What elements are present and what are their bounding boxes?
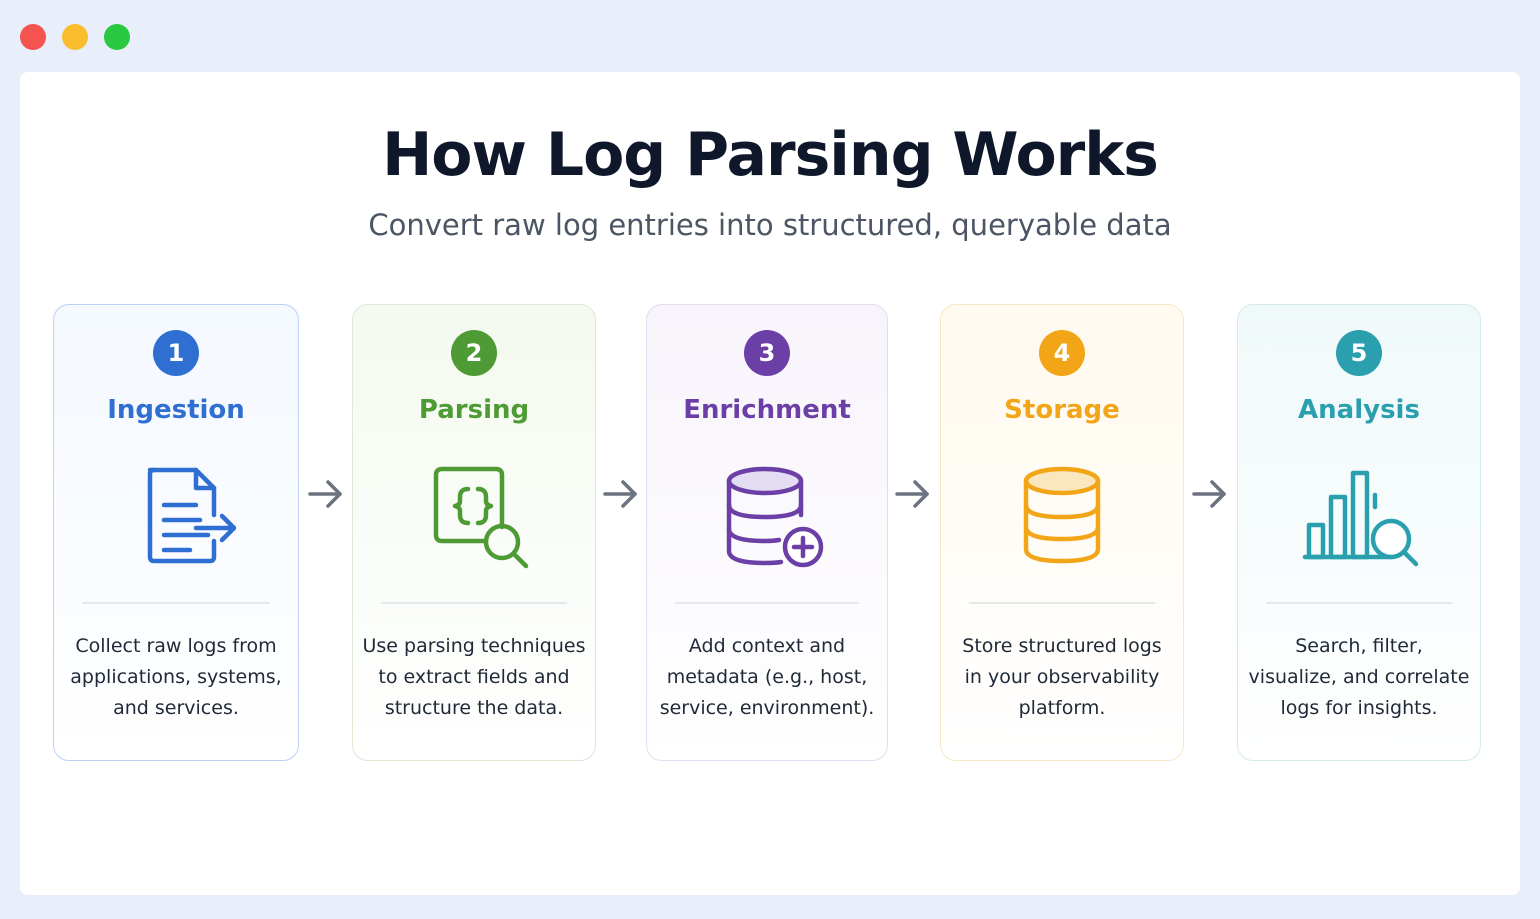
close-window-button[interactable]: [20, 24, 46, 50]
database-plus-icon: [726, 466, 824, 568]
arrow-right-icon: [1192, 480, 1226, 508]
card-divider: [675, 602, 859, 604]
step-card-parsing: 2 Parsing Use parsing techniques to extr…: [352, 304, 596, 761]
diagram-canvas: How Log Parsing Works Convert raw log en…: [20, 72, 1520, 895]
database-icon: [1023, 466, 1101, 564]
step-card-storage: 4 Storage Store structured logs in your …: [940, 304, 1184, 761]
minimize-window-button[interactable]: [62, 24, 88, 50]
arrow-right-icon: [895, 480, 929, 508]
step-description: Add context and metadata (e.g., host, se…: [659, 635, 875, 719]
step-number-badge: 4: [1039, 330, 1085, 376]
document-arrow-icon: [147, 467, 236, 564]
arrow-right-icon: [603, 480, 637, 508]
page-subtitle: Convert raw log entries into structured,…: [368, 208, 1172, 242]
braces-search-icon: [433, 466, 529, 569]
step-number-badge: 5: [1336, 330, 1382, 376]
step-description: Search, filter, visualize, and correlate…: [1248, 635, 1470, 719]
step-title: Storage: [1004, 395, 1120, 425]
step-number-badge: 2: [451, 330, 497, 376]
step-number-badge: 1: [153, 330, 199, 376]
page-title: How Log Parsing Works: [382, 120, 1159, 190]
card-divider: [82, 602, 270, 604]
bar-chart-search-icon: [1302, 470, 1419, 567]
card-divider: [1266, 602, 1452, 604]
step-title: Ingestion: [107, 395, 245, 425]
step-card-ingestion: 1 Ingestion Collect raw logs from applic…: [53, 304, 299, 761]
step-card-analysis: 5 Analysis Search, filter, visualize, an…: [1237, 304, 1481, 761]
step-description: Use parsing techniques to extract fields…: [362, 635, 586, 719]
step-description: Collect raw logs from applications, syst…: [70, 635, 282, 719]
step-description: Store structured logs in your observabil…: [962, 635, 1162, 719]
step-title: Parsing: [418, 395, 530, 425]
arrow-right-icon: [308, 480, 342, 508]
step-title: Enrichment: [683, 395, 851, 425]
step-title: Analysis: [1298, 395, 1420, 425]
step-number-badge: 3: [744, 330, 790, 376]
step-card-enrichment: 3 Enrichment Add context and metadata (e…: [646, 304, 888, 761]
maximize-window-button[interactable]: [104, 24, 130, 50]
card-divider: [969, 602, 1155, 604]
card-divider: [381, 602, 567, 604]
